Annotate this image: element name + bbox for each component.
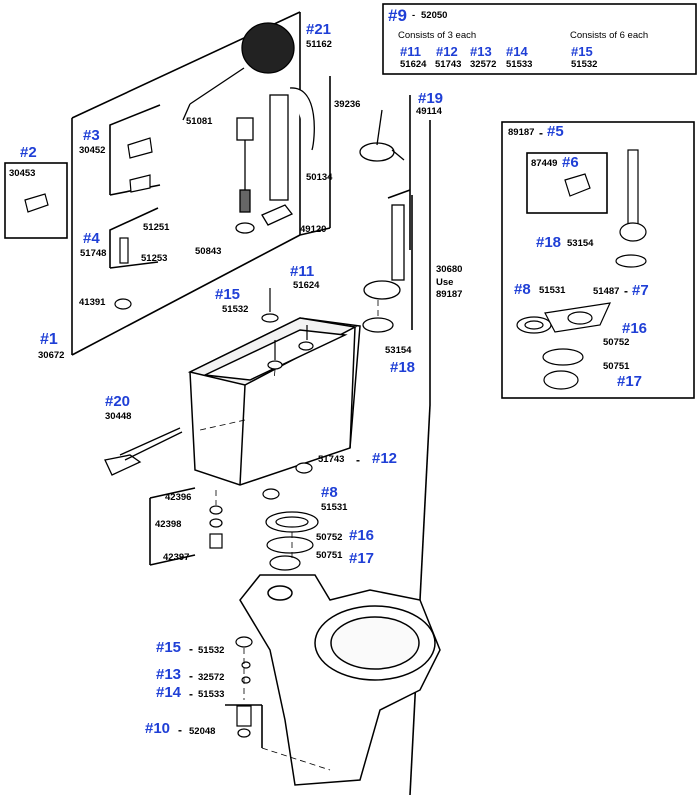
callout-12-tag: #12: [372, 450, 398, 467]
overflow-tube: [362, 204, 405, 333]
callout-13-bottom-part: 32572: [198, 672, 225, 683]
callout-8-part: 51531: [321, 502, 348, 513]
kit5-c8-tag: #8: [514, 281, 531, 298]
kit9-item-tag: #11: [400, 44, 421, 59]
kit9-tag: #9: [388, 6, 407, 25]
kit5-c7-part: 51487: [593, 286, 620, 297]
callout-12-dash: -: [356, 453, 360, 467]
callout-18-tag: #18: [390, 359, 416, 376]
callout-14-bottom-dash: -: [189, 687, 193, 701]
kit5-c16-tag: #16: [622, 320, 648, 337]
frame-line: [71, 234, 301, 356]
kit9-item-part: 51743: [435, 59, 462, 70]
part-42396: 42396: [165, 492, 192, 503]
callout-11-part: 51624: [293, 280, 320, 291]
kit9-item-part: 51533: [506, 59, 533, 70]
kit5-part: 89187: [508, 127, 535, 138]
toilet-bowl: [239, 574, 441, 786]
callout-10-tag: #10: [145, 720, 171, 737]
callout-16-tag: #16: [349, 527, 375, 544]
callout-16-part: 50752: [316, 532, 343, 543]
callout-15-bottom-tag: #15: [156, 639, 182, 656]
part-51253: 51253: [141, 253, 168, 264]
kit9-item-part: 51532: [571, 59, 598, 70]
part-41391: 41391: [79, 297, 106, 308]
kit9-dash: -: [412, 10, 416, 21]
use-label: Use: [436, 277, 454, 288]
part-30680: 30680: [436, 264, 463, 275]
part-51081: 51081: [186, 116, 213, 127]
hardware: [24, 137, 647, 738]
kit5-tag: #5: [547, 123, 564, 140]
kit9-item-part: 32572: [470, 59, 497, 70]
kit9-group-a-title: Consists of 3 each: [398, 30, 477, 41]
kit5-c17-part: 50751: [603, 361, 630, 372]
callout-15-bottom-part: 51532: [198, 645, 225, 656]
callout-13-bottom-tag: #13: [156, 666, 182, 683]
trip-lever: [104, 427, 183, 476]
callout-21-part: 51162: [306, 39, 332, 50]
kit9-group-b-title: Consists of 6 each: [570, 30, 649, 41]
kit5-dash: -: [539, 126, 543, 140]
kit5-c18-part: 53154: [567, 238, 594, 249]
callout-2-part: 30453: [9, 168, 36, 179]
kit9-item-tag: #13: [470, 44, 492, 59]
callout-12-part: 51743: [318, 454, 345, 465]
kit9-item-part: 51624: [400, 59, 427, 70]
callout-10-dash: -: [178, 723, 182, 737]
callout-10-part: 52048: [189, 726, 216, 737]
callout-19-tag: #19: [418, 90, 444, 107]
part-50134: 50134: [306, 172, 333, 183]
callout-1-tag: #1: [40, 331, 58, 348]
callout-20-tag: #20: [105, 393, 131, 410]
kit5-c7-tag: #7: [632, 282, 649, 299]
flapper: [359, 109, 405, 162]
callout-8-tag: #8: [321, 484, 338, 501]
callout-17-part: 50751: [316, 550, 343, 561]
kit5-c6-tag: #6: [562, 154, 579, 171]
callout-14-bottom-tag: #14: [156, 684, 182, 701]
part-42398: 42398: [155, 519, 182, 530]
callout-1-part: 30672: [38, 350, 65, 361]
part-50843: 50843: [195, 246, 222, 257]
callout-3-part: 30452: [79, 145, 106, 156]
callout-15-top-tag: #15: [215, 286, 241, 303]
kit9-part: 52050: [421, 10, 448, 21]
part-89187-ref: 89187: [436, 289, 463, 300]
callout-14-bottom-part: 51533: [198, 689, 225, 700]
tank: [187, 317, 361, 486]
callout-19-part: 49114: [416, 106, 442, 117]
kit5-c6-part: 87449: [531, 158, 558, 169]
part-49120: 49120: [300, 224, 327, 235]
kit5-c18-tag: #18: [536, 234, 562, 251]
kit5-c16-part: 50752: [603, 337, 630, 348]
callout-13-bottom-dash: -: [189, 669, 193, 683]
callout-11-tag: #11: [290, 263, 315, 280]
part-39236: 39236: [334, 99, 361, 110]
kit5-c17-tag: #17: [617, 373, 643, 390]
callout-18-part: 53154: [385, 345, 412, 356]
callout-4-tag: #4: [83, 230, 100, 247]
callout-4-part: 51748: [80, 248, 107, 259]
kit5-c8-part: 51531: [539, 285, 566, 296]
callout-17-tag: #17: [349, 550, 375, 567]
kit9-item-tag: #12: [436, 44, 458, 59]
callout-3-tag: #3: [83, 127, 100, 144]
part-42397: 42397: [163, 552, 190, 563]
float-ball: [182, 22, 295, 121]
kit9-item-tag: #15: [571, 44, 593, 59]
callout-20-part: 30448: [105, 411, 132, 422]
part-51251: 51251: [143, 222, 170, 233]
callout-15-bottom-dash: -: [189, 642, 193, 656]
callout-15-top-part: 51532: [222, 304, 249, 315]
kit5-c7-dash: -: [624, 284, 628, 298]
callout-21-tag: #21: [306, 21, 332, 38]
kit9-item-tag: #14: [506, 44, 528, 59]
ballcock: [235, 87, 315, 234]
callout-2-tag: #2: [20, 144, 37, 161]
